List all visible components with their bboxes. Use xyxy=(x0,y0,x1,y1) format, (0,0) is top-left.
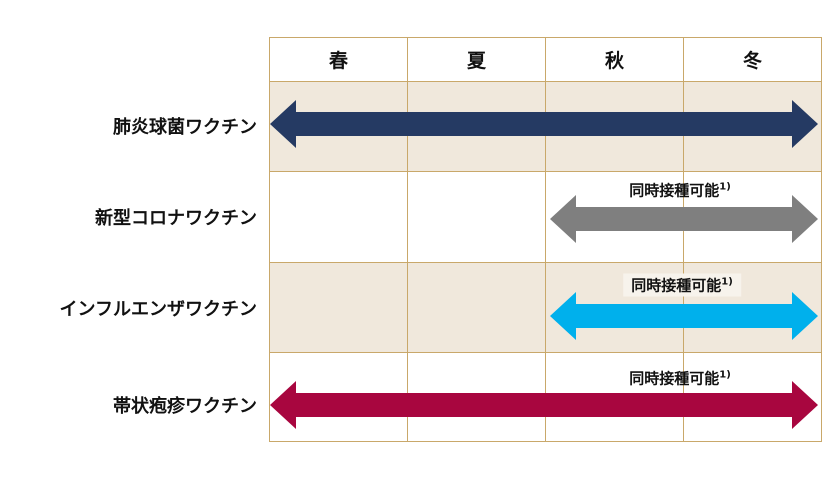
season-label: 春 xyxy=(328,50,348,72)
note-ref: 1) xyxy=(719,181,731,193)
season-label: 夏 xyxy=(466,50,486,72)
note-text: 同時接種可能 xyxy=(629,181,720,200)
note-text: 同時接種可能 xyxy=(629,369,720,388)
note-ref: 1) xyxy=(719,369,731,381)
note-shingles: 同時接種可能1) xyxy=(629,368,731,389)
note-covid: 同時接種可能1) xyxy=(629,180,731,201)
arrow-pneumococcal xyxy=(270,100,818,148)
grid-cell xyxy=(407,262,546,354)
season-label: 秋 xyxy=(604,50,624,72)
row-label-shingles: 帯状疱疹ワクチン xyxy=(113,396,257,417)
row-label-pneumococcal: 肺炎球菌ワクチン xyxy=(113,117,257,138)
season-header-spring: 春 xyxy=(269,37,408,82)
row-label-influenza: インフルエンザワクチン xyxy=(59,299,257,320)
season-label: 冬 xyxy=(742,50,762,72)
note-ref: 1) xyxy=(721,276,733,288)
arrow-influenza xyxy=(550,292,818,340)
note-text: 同時接種可能 xyxy=(631,276,722,295)
grid-cell xyxy=(269,262,408,354)
season-header-autumn: 秋 xyxy=(545,37,684,82)
arrow-shingles xyxy=(270,381,818,429)
arrow-covid xyxy=(550,195,818,243)
row-label-covid: 新型コロナワクチン xyxy=(95,208,257,229)
note-influenza: 同時接種可能1) xyxy=(623,273,741,297)
